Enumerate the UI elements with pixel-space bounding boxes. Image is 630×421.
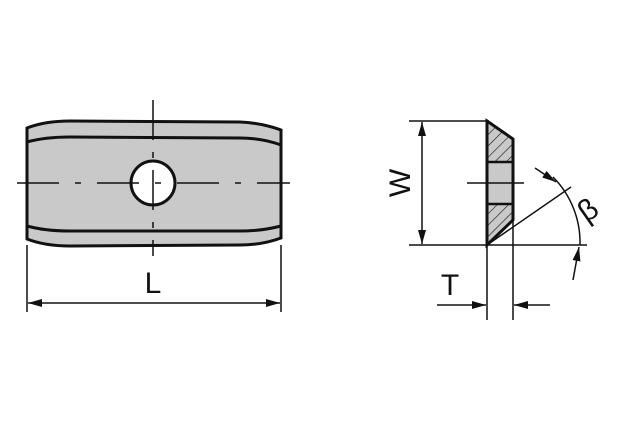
angle-arrow-bottom [572, 246, 581, 281]
length-label: L [145, 267, 162, 300]
angle-arrow-top [534, 167, 557, 183]
angle-label: β [572, 192, 605, 229]
angle-arc [552, 176, 581, 246]
width-label: W [384, 168, 417, 197]
bottom-edge-line [26, 224, 282, 233]
top-edge-line [26, 135, 282, 147]
upper-hatched-section [487, 121, 513, 162]
side-view: W β T [384, 118, 605, 320]
thickness-label: T [441, 269, 459, 302]
front-view: L [17, 100, 290, 312]
angle-line [486, 186, 572, 246]
lower-hatched-section [487, 204, 513, 245]
